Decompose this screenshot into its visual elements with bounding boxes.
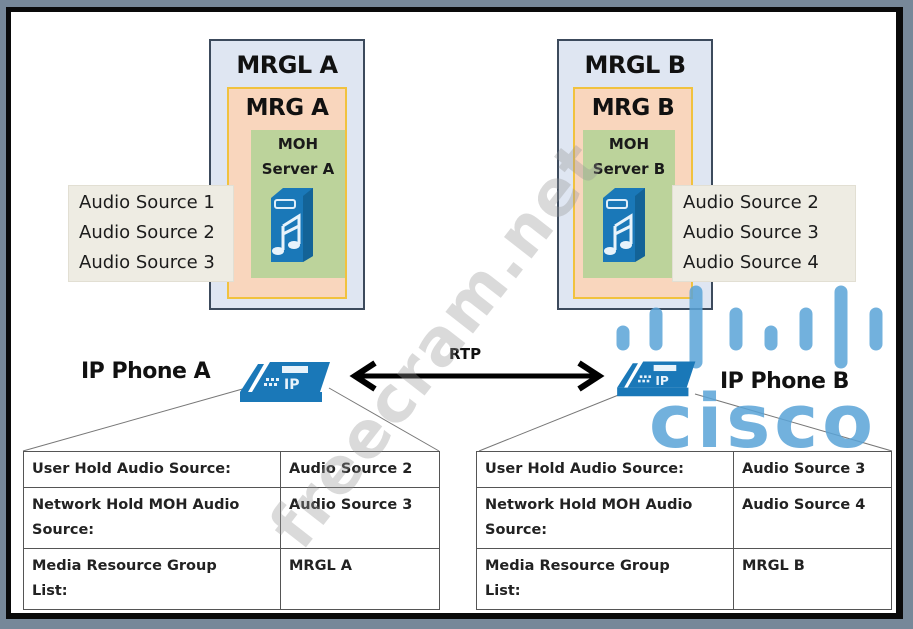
table-label-cell: User Hold Audio Source:	[476, 451, 734, 488]
ip-phone-a-label: IP Phone A	[81, 359, 211, 384]
table-row: User Hold Audio Source: Audio Source 2	[23, 451, 440, 488]
callout-line-a-left	[22, 387, 247, 452]
moh-server-b-box: MOH Server B	[583, 130, 675, 278]
ip-phone-b-icon: IP	[617, 361, 696, 397]
table-value-cell: MRGL B	[733, 548, 892, 610]
ip-phone-a-icon: IP	[240, 362, 330, 402]
moh-server-b-icon	[603, 188, 645, 262]
callout-line-b-left	[478, 393, 622, 452]
moh-server-a-icon	[271, 188, 313, 262]
audio-source-item: Audio Source 4	[683, 252, 819, 273]
table-value-cell: Audio Source 4	[733, 487, 892, 549]
mrgl-a-title: MRGL A	[236, 51, 338, 79]
mrg-b-title: MRG B	[591, 95, 675, 121]
table-value-cell: Audio Source 3	[280, 487, 440, 549]
table-value-cell: MRGL A	[280, 548, 440, 610]
mrg-a-title: MRG A	[245, 95, 329, 121]
ip-phone-b-label: IP Phone B	[720, 369, 849, 394]
phone-a-config-table: User Hold Audio Source: Audio Source 2 N…	[23, 451, 440, 610]
audio-source-item: Audio Source 2	[683, 192, 819, 213]
callout-line-b-right	[694, 393, 893, 452]
phone-ip-text: IP	[284, 377, 299, 393]
connector-lines	[22, 387, 893, 452]
phone-b-config-table: User Hold Audio Source: Audio Source 3 N…	[476, 451, 892, 610]
audio-sources-a-list: Audio Source 1 Audio Source 2 Audio Sour…	[68, 185, 234, 282]
audio-source-item: Audio Source 3	[79, 252, 215, 273]
mrg-a-box: MRG A MOH Server A	[227, 87, 347, 299]
diagram-canvas: MRGL A MRG A MOH Server A Audio Sourc	[11, 12, 896, 613]
moh-server-a-title-line2: Server A	[261, 160, 335, 178]
rtp-label: RTP	[449, 345, 482, 363]
audio-sources-b-list: Audio Source 2 Audio Source 3 Audio Sour…	[672, 185, 856, 282]
moh-server-b-title-line1: MOH	[608, 135, 650, 153]
moh-server-b-title-line2: Server B	[592, 160, 666, 178]
moh-server-a-title-line1: MOH	[277, 135, 319, 153]
table-row: User Hold Audio Source: Audio Source 3	[476, 451, 892, 488]
mrgl-b-title: MRGL B	[584, 51, 686, 79]
callout-line-a-right	[328, 387, 440, 452]
audio-source-item: Audio Source 1	[79, 192, 215, 213]
table-value-cell: Audio Source 3	[733, 451, 892, 488]
mrgl-a-box: MRGL A MRG A MOH Server A	[209, 39, 365, 310]
moh-server-a-box: MOH Server A	[251, 130, 345, 278]
table-label-cell: User Hold Audio Source:	[23, 451, 281, 488]
mrgl-b-box: MRGL B MRG B MOH Server B	[557, 39, 713, 310]
table-value-cell: Audio Source 2	[280, 451, 440, 488]
audio-source-item: Audio Source 2	[79, 222, 215, 243]
phone-ip-text: IP	[655, 374, 669, 388]
audio-source-item: Audio Source 3	[683, 222, 819, 243]
rtp-double-arrow	[349, 360, 605, 392]
